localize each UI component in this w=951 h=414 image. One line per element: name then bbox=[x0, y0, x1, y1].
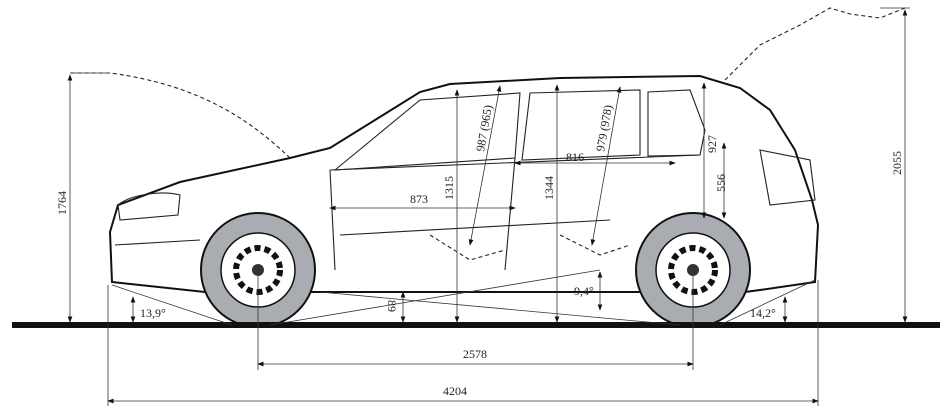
label-2055: 2055 bbox=[890, 151, 904, 175]
label-ramp-angle: 9,4° bbox=[574, 284, 594, 298]
tailgate-open-outline bbox=[724, 7, 906, 81]
label-departure-angle: 14,2° bbox=[750, 306, 776, 320]
hood-open-outline bbox=[70, 72, 291, 159]
label-overall-length: 4204 bbox=[443, 384, 467, 398]
label-1344: 1344 bbox=[542, 176, 556, 200]
label-approach-angle: 13,9° bbox=[140, 306, 166, 320]
label-1315: 1315 bbox=[442, 176, 456, 200]
ground-line bbox=[12, 322, 940, 328]
label-556: 556 bbox=[714, 174, 728, 192]
label-873: 873 bbox=[410, 192, 428, 206]
label-1764: 1764 bbox=[55, 191, 69, 215]
label-wheelbase: 2578 bbox=[463, 347, 487, 361]
label-927: 927 bbox=[705, 135, 719, 153]
label-816: 816 bbox=[566, 150, 584, 164]
label-89: 89 bbox=[385, 300, 399, 312]
